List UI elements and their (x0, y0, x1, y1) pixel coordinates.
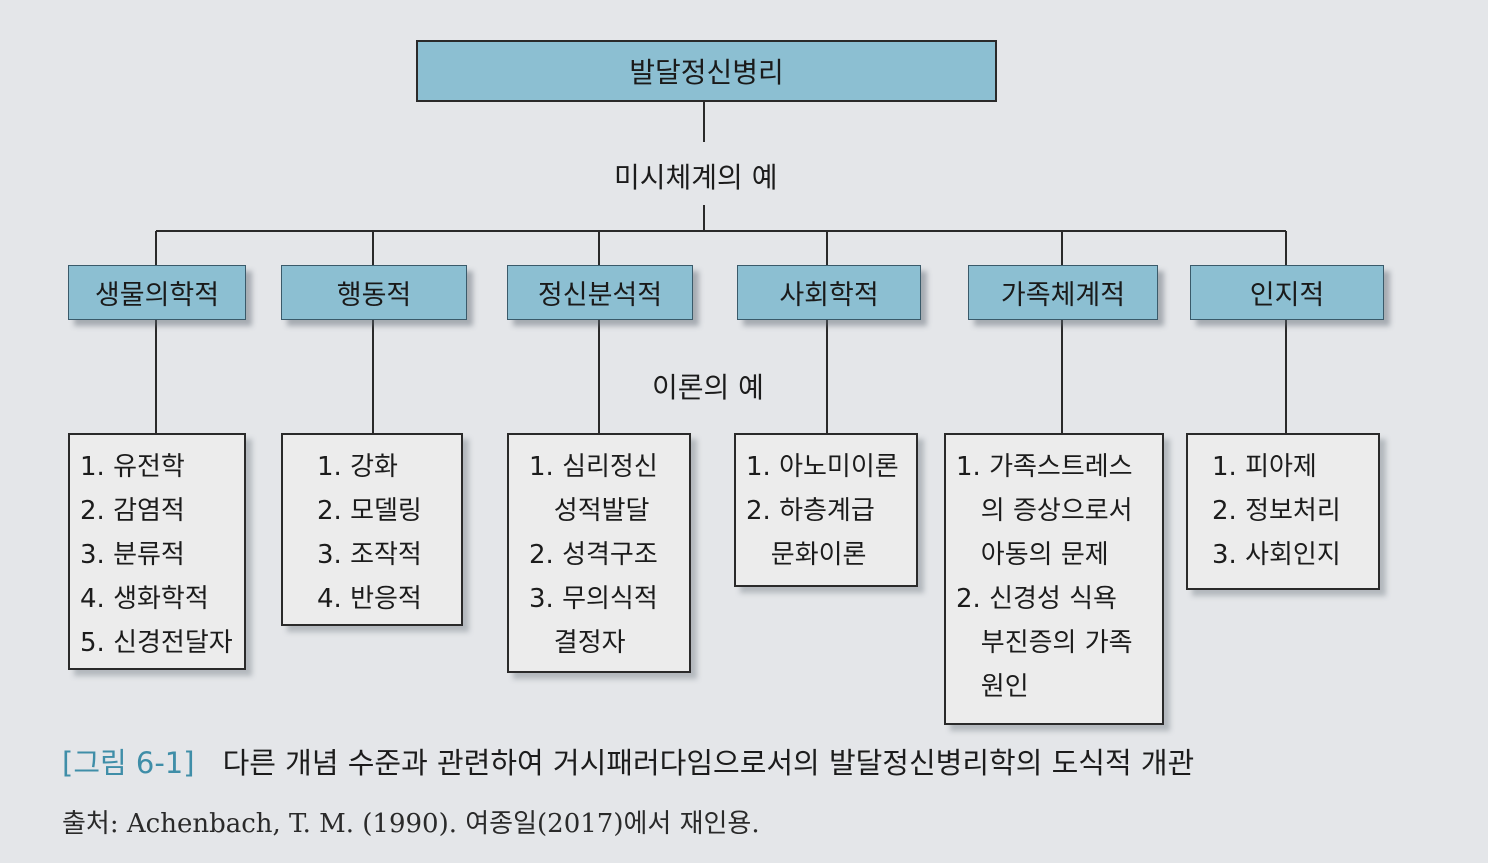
figure-caption-text: 다른 개념 수준과 관련하여 거시패러다임으로서의 발달정신병리학의 도식적 개… (222, 746, 1195, 780)
category-label: 가족체계적 (1000, 280, 1126, 311)
theory-item: 2. 성격구조 (529, 540, 658, 570)
theory-item: 4. 반응적 (317, 584, 422, 614)
category-label: 행동적 (336, 280, 412, 311)
theory-item: 성적발달 (529, 496, 650, 526)
figure-caption: [그림 6-1] 다른 개념 수준과 관련하여 거시패러다임으로서의 발달정신병리… (62, 740, 1194, 782)
theory-item: 1. 유전학 (80, 452, 185, 482)
theory-item: 1. 가족스트레스 (956, 452, 1133, 482)
theory-item: 4. 생화학적 (80, 584, 209, 614)
theory-box-family-systems: 1. 가족스트레스 의 증상으로서 아동의 문제 2. 신경성 식욕 부진증의 … (944, 433, 1164, 725)
root-label: 발달정신병리 (629, 56, 784, 89)
category-box-biomedical: 생물의학적 (68, 265, 246, 320)
theory-box-biomedical: 1. 유전학 2. 감염적 3. 분류적 4. 생화학적 5. 신경전달자 (68, 433, 246, 670)
theory-item: 1. 피아제 (1212, 452, 1317, 482)
theory-item: 3. 무의식적 (529, 584, 658, 614)
theory-item: 원인 (956, 672, 1029, 702)
theory-item: 3. 조작적 (317, 540, 422, 570)
theory-item: 의 증상으로서 (956, 496, 1133, 526)
theory-box-psychoanalytic: 1. 심리정신 성적발달 2. 성격구조 3. 무의식적 결정자 (507, 433, 691, 673)
category-label: 정신분석적 (537, 280, 663, 311)
theory-examples-label: 이론의 예 (646, 366, 770, 406)
category-label: 생물의학적 (94, 280, 220, 311)
category-box-cognitive: 인지적 (1190, 265, 1384, 320)
theory-item: 문화이론 (746, 540, 867, 570)
theory-item: 아동의 문제 (956, 540, 1109, 570)
theory-item: 부진증의 가족 (956, 628, 1133, 658)
theory-box-cognitive: 1. 피아제 2. 정보처리 3. 사회인지 (1186, 433, 1380, 590)
figure-number: [그림 6-1] (62, 746, 195, 780)
theory-item: 2. 감염적 (80, 496, 185, 526)
micro-system-label: 미시체계의 예 (608, 156, 784, 196)
root-box: 발달정신병리 (416, 40, 997, 102)
figure-source: 출처: Achenbach, T. M. (1990). 여종일(2017)에서… (62, 809, 760, 839)
theory-item: 3. 분류적 (80, 540, 185, 570)
theory-item: 1. 심리정신 (529, 452, 658, 482)
category-label: 인지적 (1249, 280, 1325, 311)
theory-item: 2. 하층계급 (746, 496, 875, 526)
theory-item: 3. 사회인지 (1212, 540, 1341, 570)
theory-item: 2. 신경성 식욕 (956, 584, 1117, 614)
category-box-behavioral: 행동적 (281, 265, 467, 320)
theory-item: 5. 신경전달자 (80, 628, 233, 658)
theory-item: 1. 아노미이론 (746, 452, 899, 482)
theory-item: 2. 정보처리 (1212, 496, 1341, 526)
category-box-family-systems: 가족체계적 (968, 265, 1158, 320)
theory-item: 결정자 (529, 628, 626, 658)
theory-item: 2. 모델링 (317, 496, 422, 526)
category-label: 사회학적 (779, 280, 879, 311)
theory-item: 1. 강화 (317, 452, 398, 482)
theory-box-sociological: 1. 아노미이론 2. 하층계급 문화이론 (734, 433, 918, 587)
theory-box-behavioral: 1. 강화 2. 모델링 3. 조작적 4. 반응적 (281, 433, 463, 626)
category-box-sociological: 사회학적 (737, 265, 921, 320)
category-box-psychoanalytic: 정신분석적 (507, 265, 693, 320)
